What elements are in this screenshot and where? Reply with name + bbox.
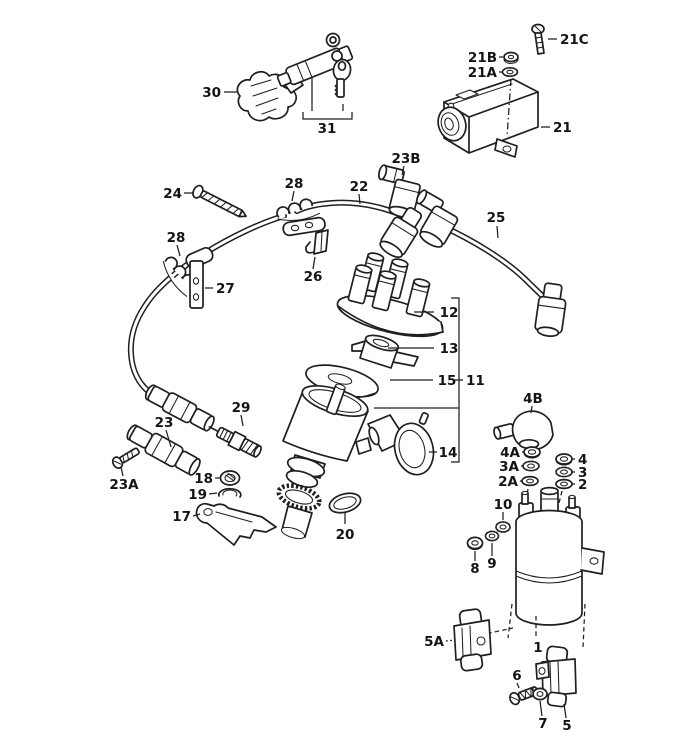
part-19-ring xyxy=(217,487,242,498)
part-21-control-unit xyxy=(437,78,539,158)
part-10-washer xyxy=(495,521,511,533)
part-31-lock-cylinder-with-keys xyxy=(276,32,354,120)
part-label-3: 3 xyxy=(578,465,587,481)
part-4b-boot xyxy=(493,410,554,451)
part-17-hold-down-fork xyxy=(195,502,277,546)
part-label-31: 31 xyxy=(318,121,337,137)
part-label-14: 14 xyxy=(439,445,458,461)
part-label-4b: 4B xyxy=(523,391,543,407)
part-label-6: 6 xyxy=(512,668,521,684)
part-label-28-middle: 28 xyxy=(285,176,304,192)
part-2-washer xyxy=(555,478,573,490)
part-label-8: 8 xyxy=(470,561,479,577)
part-label-27: 27 xyxy=(216,281,235,297)
part-label-26: 26 xyxy=(304,269,323,285)
part-14-vacuum-unit xyxy=(355,411,435,476)
part-23a-screw xyxy=(111,447,140,470)
part-label-10: 10 xyxy=(494,497,513,513)
part-label-5a: 5A xyxy=(424,634,444,650)
part-label-4a: 4A xyxy=(500,445,520,461)
part-29-spark-plug xyxy=(208,426,262,458)
part-25-ignition-cable xyxy=(441,224,550,304)
part-label-12: 12 xyxy=(440,305,459,321)
part-label-18: 18 xyxy=(194,471,213,487)
part-4-nut xyxy=(555,453,573,466)
part-label-25: 25 xyxy=(487,210,506,226)
part-label-19: 19 xyxy=(188,487,207,503)
part-label-29: 29 xyxy=(232,400,251,416)
part-label-22: 22 xyxy=(350,179,369,195)
part-cable22-plug-connector xyxy=(144,384,215,432)
part-cable25-end-connector xyxy=(534,282,567,337)
part-2a-washer xyxy=(521,475,539,487)
part-12-distributor-cap xyxy=(336,252,444,338)
part-label-2a: 2A xyxy=(498,474,518,490)
part-23-plug-connector xyxy=(126,424,201,476)
part-label-21b: 21B xyxy=(468,50,497,66)
part-5-clamp xyxy=(535,645,577,708)
part-label-21a: 21A xyxy=(468,65,498,81)
part-21b-nut xyxy=(503,51,519,65)
part-24-screw xyxy=(192,184,247,218)
part-8-nut xyxy=(466,536,484,551)
part-label-2: 2 xyxy=(578,477,587,493)
part-label-23a: 23A xyxy=(109,477,139,493)
part-cable22-end-connector xyxy=(379,206,423,259)
part-4a-nut xyxy=(523,446,541,459)
part-27-bracket xyxy=(185,246,214,309)
part-label-9: 9 xyxy=(487,556,496,572)
part-label-24: 24 xyxy=(163,186,182,202)
part-label-20: 20 xyxy=(336,527,355,543)
coil-bracket xyxy=(580,547,605,575)
key-inserted xyxy=(325,32,341,48)
group-bracket-11 xyxy=(374,297,463,463)
part-label-11: 11 xyxy=(466,373,485,389)
part-label-23: 23 xyxy=(155,415,174,431)
part-13-rotor xyxy=(351,334,419,369)
part-26-bracket xyxy=(282,216,329,255)
part-label-3a: 3A xyxy=(499,459,519,475)
part-1-ignition-coil xyxy=(515,486,605,626)
part-cable25-elbow-connector xyxy=(415,189,459,248)
part-label-17: 17 xyxy=(172,509,191,525)
part-label-21: 21 xyxy=(553,120,572,136)
part-18-cap xyxy=(219,470,241,486)
part-label-7: 7 xyxy=(538,716,547,732)
key-hanging xyxy=(331,50,352,98)
part-11-distributor-body xyxy=(276,383,369,540)
part-21c-screw xyxy=(531,23,545,55)
part-9-washer xyxy=(484,530,500,542)
part-label-30: 30 xyxy=(202,85,221,101)
part-20-o-ring xyxy=(328,492,362,514)
part-label-21c: 21C xyxy=(560,32,589,48)
part-label-5: 5 xyxy=(562,718,571,734)
part-3a-washer xyxy=(522,460,540,472)
part-7-washer xyxy=(532,687,548,701)
part-3-washer xyxy=(555,466,573,478)
part-label-4: 4 xyxy=(578,452,587,468)
part-21a-washer xyxy=(501,66,519,78)
part-label-1: 1 xyxy=(533,640,542,656)
part-label-28-left: 28 xyxy=(167,230,186,246)
part-label-13: 13 xyxy=(440,341,459,357)
part-5a-clamp xyxy=(453,608,492,672)
part-label-15: 15 xyxy=(438,373,457,389)
part-label-23b: 23B xyxy=(391,151,420,167)
